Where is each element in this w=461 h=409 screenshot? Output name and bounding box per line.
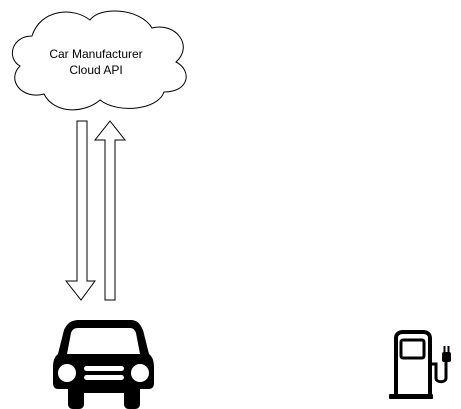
cloud-label-line-2: Cloud API (69, 63, 122, 77)
cloud-node[interactable]: Car Manufacturer Cloud API (11, 10, 187, 111)
charger-base (389, 394, 433, 399)
car-icon[interactable] (53, 320, 154, 409)
arrow-car-to-cloud (93, 120, 127, 301)
charger-plug-pin-right (447, 346, 450, 352)
charger-screen (399, 338, 426, 360)
arrow-cloud-to-car (64, 120, 96, 301)
charger-plug (442, 352, 451, 362)
car-headlight-right (131, 364, 149, 382)
car-grille-bottom (84, 375, 124, 380)
car-headlight-left (58, 364, 76, 382)
charger-body (394, 330, 432, 396)
car-grille-top (84, 366, 124, 371)
charger-cable (430, 362, 448, 384)
cloud-label-line-1: Car Manufacturer (49, 47, 142, 61)
charger-plug-pin-left (443, 346, 446, 352)
car-windshield (67, 328, 140, 354)
ev-charging-station-icon[interactable] (389, 330, 451, 399)
cloud-shape (11, 10, 187, 111)
